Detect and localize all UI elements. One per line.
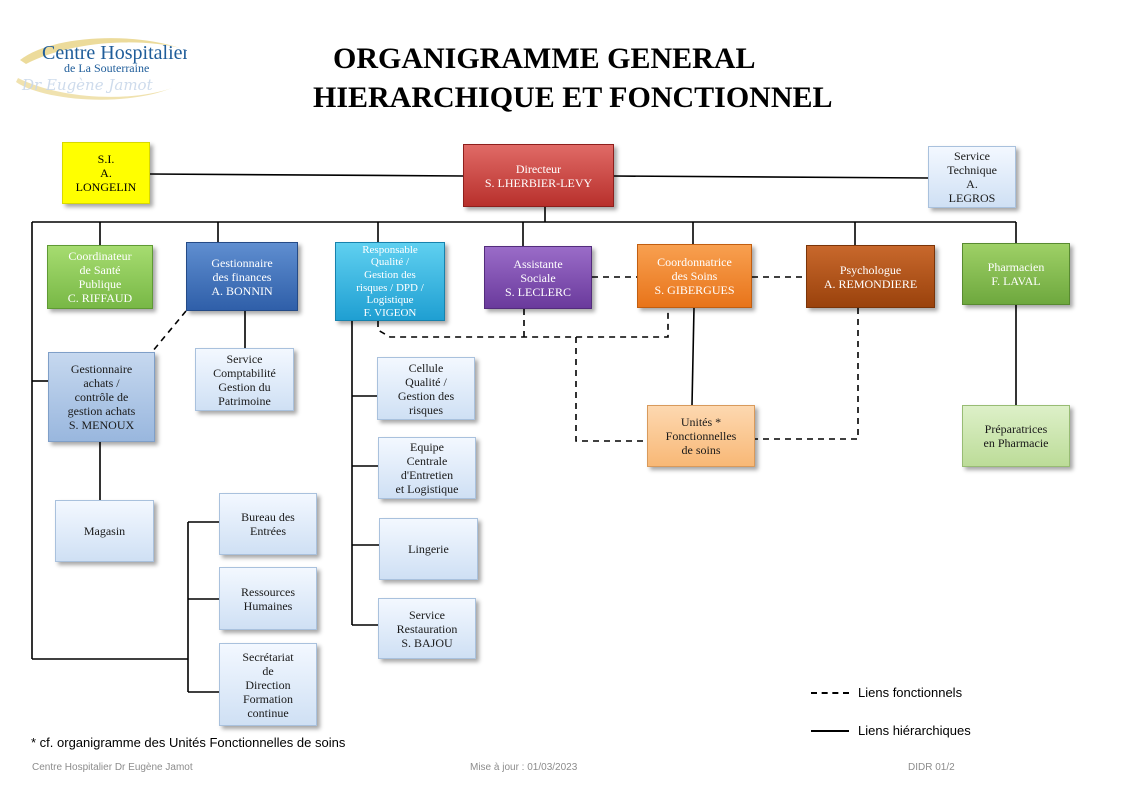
legend-dashed-line <box>811 692 849 694</box>
hospital-logo: Centre Hospitalier de La Souterraine Dr … <box>16 38 187 100</box>
logo-signature: Dr Eugène Jamot <box>21 76 154 94</box>
logo-text-line2: de La Souterraine <box>64 61 149 75</box>
functional-links <box>151 276 859 442</box>
footer-center: Mise à jour : 01/03/2023 <box>470 762 578 773</box>
legend-functional-label: Liens fonctionnels <box>858 685 963 700</box>
footnote: * cf. organigramme des Unités Fonctionne… <box>31 735 346 750</box>
legend-hierarchical-label: Liens hiérarchiques <box>858 723 971 738</box>
logo-text-line1: Centre Hospitalier <box>42 42 187 64</box>
legend-solid-line <box>811 730 849 732</box>
page-title-line2: HIERARCHIQUE ET FONCTIONNEL <box>313 81 833 114</box>
hierarchical-links <box>31 173 1017 693</box>
box-si: S.I.A.LONGELIN <box>62 142 150 204</box>
page-title-line1: ORGANIGRAMME GENERAL <box>333 42 756 75</box>
box-lingerie: Lingerie <box>379 518 478 580</box>
footer-right: DIDR 01/2 <box>908 762 955 773</box>
box-magasin: Magasin <box>55 500 154 562</box>
footer-left: Centre Hospitalier Dr Eugène Jamot <box>32 762 193 773</box>
